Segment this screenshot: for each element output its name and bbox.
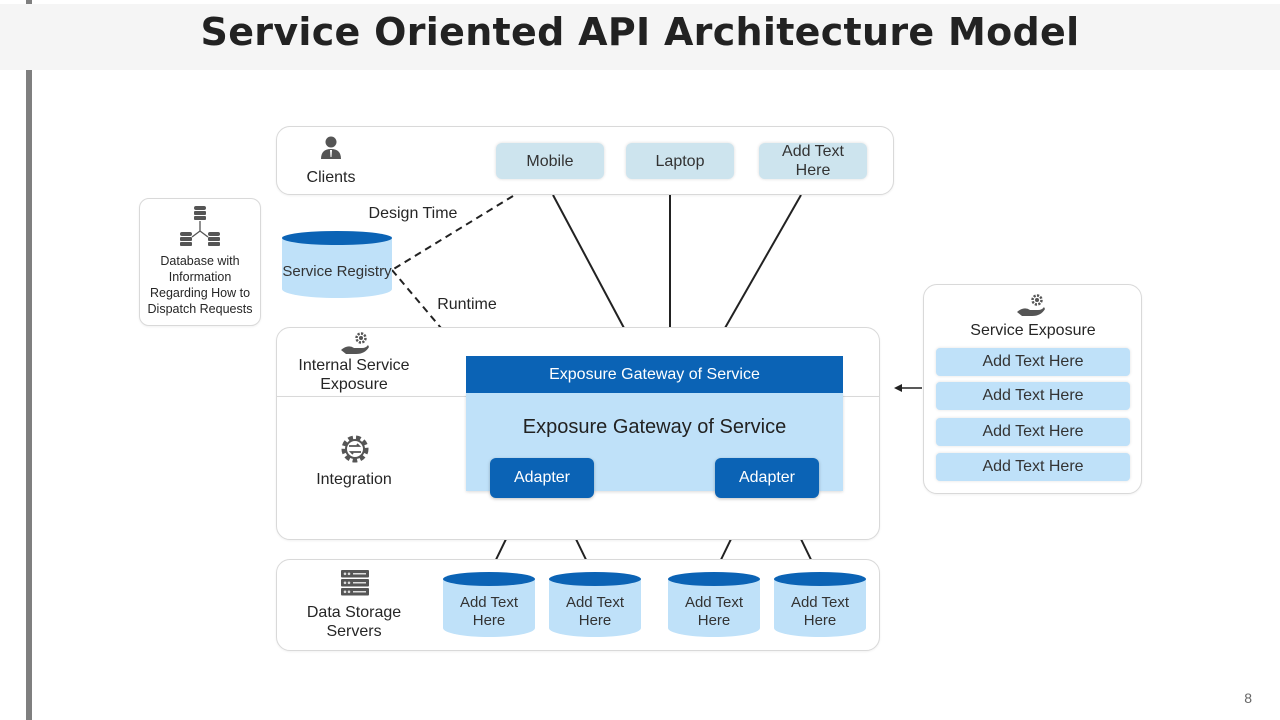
hand-gear-icon (1016, 292, 1046, 323)
storage-cylinder-top (774, 572, 866, 586)
connector-runtime (391, 269, 442, 329)
arrow-head (894, 384, 902, 392)
service-registry-body: Service Registry (282, 238, 392, 298)
title-band (0, 4, 1280, 70)
gateway-header[interactable]: Exposure Gateway of Service (466, 356, 843, 393)
service-exposure-item[interactable]: Add Text Here (936, 382, 1130, 410)
internal-service-exposure-label: Internal Service Exposure (298, 357, 410, 393)
server-rack-icon (341, 570, 369, 601)
user-icon (320, 136, 342, 165)
storage-cylinder-top (443, 572, 535, 586)
hand-gear-icon (340, 330, 370, 361)
connector-other-client (724, 194, 802, 329)
storage-cylinder-label: Add Text Here (790, 594, 850, 629)
adapter-button-1[interactable]: Adapter (490, 458, 594, 498)
storage-cylinder-top (668, 572, 760, 586)
storage-cylinder-label: Add Text Here (459, 594, 519, 629)
storage-cylinder-label: Add Text Here (684, 594, 744, 629)
gateway-title: Exposure Gateway of Service (522, 416, 787, 438)
client-other[interactable]: Add Text Here (759, 143, 867, 179)
clients-label: Clients (306, 169, 356, 186)
storage-cylinder-body: Add Text Here (668, 579, 760, 637)
page-title: Service Oriented API Architecture Model (200, 10, 1080, 54)
database-network-icon (178, 205, 222, 252)
data-storage-label: Data Storage Servers (306, 604, 402, 640)
storage-cylinder-top (549, 572, 641, 586)
storage-cylinder-body: Add Text Here (774, 579, 866, 637)
gear-exchange-icon (339, 433, 371, 470)
left-accent-bar (26, 0, 32, 720)
design-time-label: Design Time (368, 205, 458, 222)
connector-mobile (552, 194, 625, 329)
service-registry-top (282, 231, 392, 245)
adapter-button-2[interactable]: Adapter (715, 458, 819, 498)
service-exposure-label: Service Exposure (970, 322, 1096, 339)
storage-cylinder-label: Add Text Here (565, 594, 625, 629)
database-info-text: Database with Information Regarding How … (147, 254, 253, 316)
page-number: 8 (1244, 690, 1252, 706)
client-laptop[interactable]: Laptop (626, 143, 734, 179)
client-mobile[interactable]: Mobile (496, 143, 604, 179)
integration-label: Integration (316, 471, 392, 488)
service-exposure-item[interactable]: Add Text Here (936, 453, 1130, 481)
storage-cylinder-body: Add Text Here (443, 579, 535, 637)
service-exposure-item[interactable]: Add Text Here (936, 418, 1130, 446)
service-registry-label: Service Registry (282, 263, 392, 280)
runtime-label: Runtime (437, 296, 497, 313)
storage-cylinder-body: Add Text Here (549, 579, 641, 637)
service-exposure-item[interactable]: Add Text Here (936, 348, 1130, 376)
